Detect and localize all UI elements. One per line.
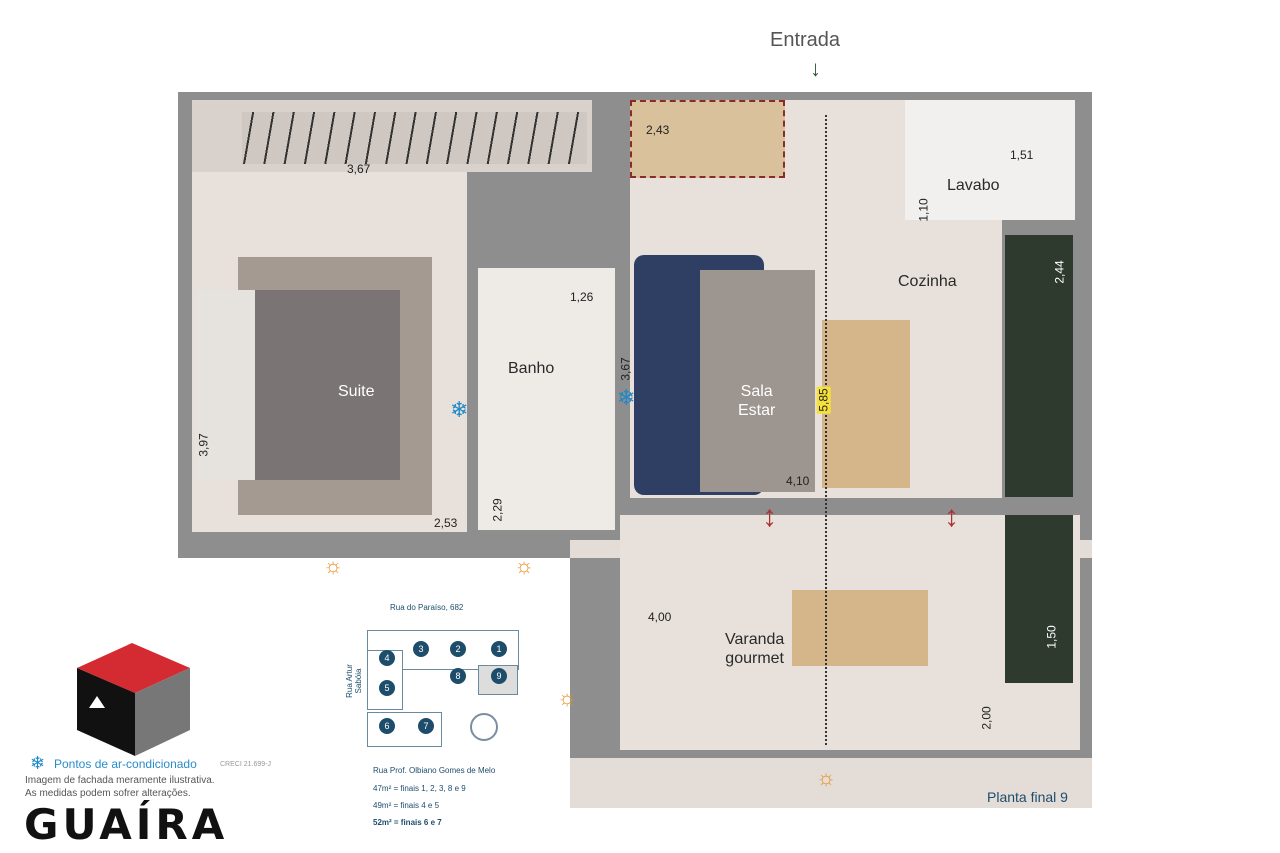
- plan-caption: Planta final 9: [987, 789, 1068, 805]
- varanda-table: [792, 590, 928, 666]
- creci: CRECI 21.699-J: [220, 761, 271, 768]
- dim-suite-h: 3,97: [196, 433, 211, 457]
- street-top: Rua do Paraíso, 682: [390, 603, 464, 612]
- ac-legend-icon: ❄: [30, 753, 46, 773]
- room-lavabo: Lavabo: [947, 177, 1000, 194]
- wardrobe: [242, 112, 587, 164]
- sun-icon: ☼: [557, 685, 578, 710]
- unit-7: 7: [418, 718, 434, 734]
- sun-icon: ☼: [323, 553, 344, 578]
- dim-banho-wall: 3,67: [618, 357, 633, 381]
- dim-banho-sink: 1,26: [570, 290, 594, 304]
- dim-cozinha: 2,44: [1052, 260, 1067, 284]
- kitchen-counter: [1005, 235, 1073, 497]
- room-sala: Sala Estar: [738, 383, 776, 420]
- sala-rug: [700, 270, 815, 492]
- length-line: [825, 115, 827, 745]
- dim-varanda-w: 4,00: [648, 610, 672, 624]
- compass-icon: [470, 713, 498, 741]
- dim-closet: 3,67: [347, 162, 371, 176]
- dim-varanda-h: 2,00: [979, 706, 994, 730]
- dim-banho-w: 2,29: [490, 498, 505, 522]
- entrance-arrow-icon: ↓: [810, 56, 821, 81]
- ac-sala-icon: ❄: [617, 385, 636, 410]
- room-varanda: Varanda gourmet: [725, 631, 785, 668]
- room-banho: Banho: [508, 360, 555, 377]
- ac-suite-icon: ❄: [450, 397, 469, 422]
- counter: [630, 100, 785, 178]
- street-bottom: Rua Prof. Olbiano Gomes de Melo: [373, 766, 496, 775]
- logo-text: GUAÍRA: [24, 800, 229, 849]
- unit-9: 9: [491, 668, 507, 684]
- dim-counter: 2,43: [646, 123, 670, 137]
- opening-arrow-icon: ↕: [944, 500, 959, 533]
- dim-lavabo-w: 1,51: [1010, 148, 1034, 162]
- room-cozinha: Cozinha: [898, 273, 957, 290]
- dining-table: [822, 320, 910, 488]
- unit-3: 3: [413, 641, 429, 657]
- area-line: 49m² = finais 4 e 5: [373, 801, 440, 810]
- dim-suite-w: 2,53: [434, 516, 458, 530]
- unit-5: 5: [379, 680, 395, 696]
- opening-arrow-icon: ↕: [762, 500, 777, 533]
- unit-1: 1: [491, 641, 507, 657]
- unit-8: 8: [450, 668, 466, 684]
- room-suite: Suite: [338, 383, 375, 400]
- area-line: 47m² = finais 1, 2, 3, 8 e 9: [373, 784, 466, 793]
- entrance-label: Entrada: [770, 29, 841, 51]
- unit-6: 6: [379, 718, 395, 734]
- sun-icon: ☼: [816, 765, 837, 790]
- dim-sala-w: 4,10: [786, 474, 810, 488]
- disclaimer: As medidas podem sofrer alterações.: [25, 788, 191, 799]
- dim-lavabo-h: 1,10: [916, 198, 931, 222]
- unit-4: 4: [379, 650, 395, 666]
- street-left: Rua Artur Sabóia: [345, 664, 363, 698]
- ac-legend-label: Pontos de ar-condicionado: [54, 757, 197, 771]
- dim-varanda-counter: 1,50: [1044, 625, 1059, 649]
- bed: [195, 290, 400, 480]
- logo-cube-icon: [77, 643, 190, 756]
- unit-2: 2: [450, 641, 466, 657]
- varanda-counter: [1005, 515, 1073, 683]
- dim-sala-length: 5,85: [816, 386, 831, 414]
- sun-icon: ☼: [514, 553, 535, 578]
- disclaimer: Imagem de fachada meramente ilustrativa.: [25, 775, 215, 786]
- area-line: 52m² = finais 6 e 7: [373, 818, 442, 827]
